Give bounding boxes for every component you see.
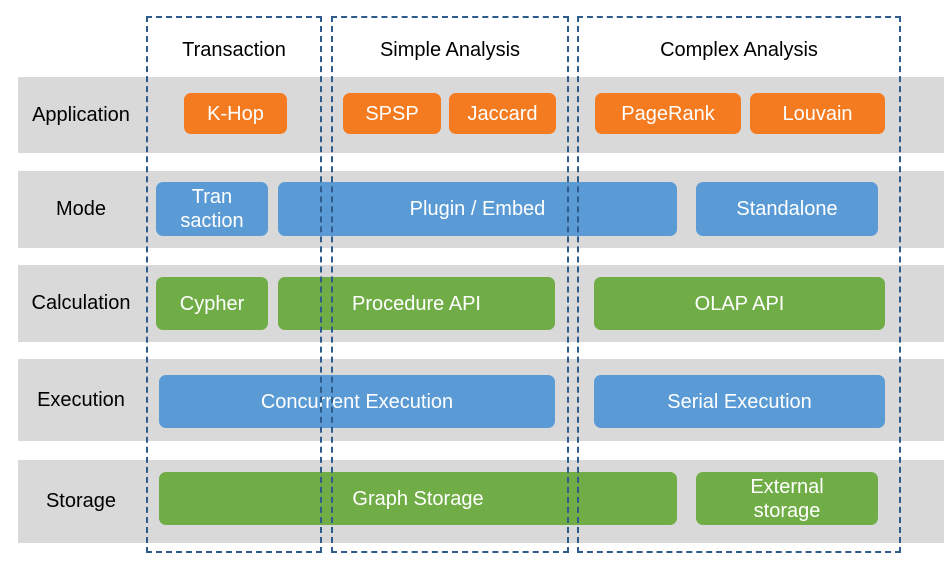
- column-header-complex-analysis: Complex Analysis: [660, 38, 818, 61]
- exec-serial-box: Serial Execution: [594, 375, 885, 428]
- storage-graph-box: Graph Storage: [159, 472, 677, 525]
- row-label-application: Application: [32, 103, 130, 126]
- row-label-storage: Storage: [45, 490, 117, 512]
- column-header-simple-analysis: Simple Analysis: [379, 38, 521, 61]
- row-label-execution: Execution: [37, 388, 125, 411]
- row-label-mode: Mode: [55, 198, 107, 220]
- app-jaccard-box: Jaccard: [449, 93, 556, 134]
- app-spsp-box: SPSP: [343, 93, 441, 134]
- exec-concurrent-box: Concurrent Execution: [159, 375, 555, 428]
- app-louvain-box: Louvain: [750, 93, 885, 134]
- calc-procedure-api-box: Procedure API: [278, 277, 555, 330]
- app-pagerank-box: PageRank: [595, 93, 741, 134]
- mode-plugin-embed-box: Plugin / Embed: [278, 182, 677, 236]
- row-label-calculation: Calculation: [31, 292, 131, 314]
- column-header-transaction: Transaction: [182, 38, 286, 61]
- mode-standalone-box: Standalone: [696, 182, 878, 236]
- storage-external-box: External storage: [696, 472, 878, 525]
- app-khop-box: K-Hop: [184, 93, 287, 134]
- calc-olap-api-box: OLAP API: [594, 277, 885, 330]
- calc-cypher-box: Cypher: [156, 277, 268, 330]
- mode-transaction-box: Tran saction: [156, 182, 268, 236]
